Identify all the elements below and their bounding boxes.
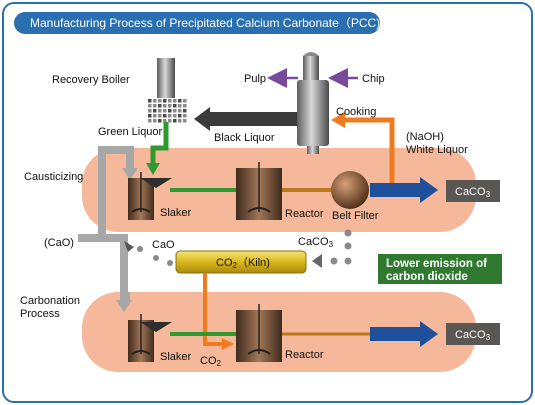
reactor-top-label: Reactor: [285, 208, 324, 220]
kiln-label: CO2（Kiln): [216, 256, 270, 270]
boiler-grid-cell: [153, 104, 157, 108]
recovery-boiler-label: Recovery Boiler: [52, 74, 130, 86]
digester-icon: [297, 52, 329, 154]
slaker-tank-icon: [128, 314, 172, 362]
boiler-grid-cell: [158, 99, 162, 103]
co2-line: [203, 273, 224, 346]
title-bar: [14, 12, 380, 34]
product-box-top: [446, 180, 500, 202]
product-arrow-top: [370, 177, 438, 203]
cooking-label: Cooking: [336, 106, 376, 118]
boiler-grid-cell: [168, 114, 172, 118]
boiler-grid-cell: [168, 109, 172, 113]
black-liquor-arrow: [194, 107, 297, 131]
slaker-tank-icon: [128, 172, 172, 220]
recovery-boiler-icon: [157, 58, 175, 98]
boiler-grid-cell: [173, 109, 177, 113]
boiler-grid-cell: [148, 114, 152, 118]
cao-left-label: (CaO): [44, 237, 74, 249]
chip-label: Chip: [362, 73, 385, 85]
product-bottom-label: CaCO3: [455, 329, 491, 342]
boiler-grid-cell: [158, 104, 162, 108]
reactor-tank-icon: [236, 162, 282, 220]
white-liquor-label: White Liquor: [406, 144, 468, 156]
recycle-dots: [137, 229, 352, 266]
boiler-grid-cell: [168, 99, 172, 103]
pulp-label: Pulp: [244, 73, 266, 85]
boiler-grid-cell: [158, 119, 162, 123]
caco3-mid-label: CaCO3: [298, 236, 334, 249]
boiler-grid-cell: [148, 119, 152, 123]
boiler-grid-cell: [178, 114, 182, 118]
boiler-grid-cell: [178, 104, 182, 108]
boiler-grid-cell: [183, 114, 187, 118]
boiler-grid-cell: [158, 114, 162, 118]
boiler-grid-cell: [153, 114, 157, 118]
boiler-grid-cell: [153, 109, 157, 113]
caco3-recycle-arrowhead: [312, 254, 322, 268]
product-arrow-bottom: [370, 321, 438, 347]
boiler-grid-cell: [153, 119, 157, 123]
boiler-grid-cell: [183, 109, 187, 113]
causticizing-label: Causticizing: [24, 171, 83, 183]
boiler-grid-cell: [173, 99, 177, 103]
boiler-grid-cell: [163, 114, 167, 118]
cao-mid-label: CaO: [152, 239, 175, 251]
product-top-label: CaCO3: [455, 186, 491, 199]
green-liquor-arrowhead: [146, 163, 160, 175]
boiler-grid-cell: [173, 114, 177, 118]
boiler-grid-cell: [173, 119, 177, 123]
boiler-grid-cell: [178, 109, 182, 113]
product-box-bottom: [446, 323, 500, 345]
boiler-grid-cell: [168, 104, 172, 108]
slaker-bottom-label: Slaker: [160, 351, 192, 363]
boiler-grid-cell: [183, 104, 187, 108]
cao-arrow-bottom: [116, 300, 132, 312]
belt-filter-icon: [331, 171, 369, 209]
boiler-grid-cell: [148, 99, 152, 103]
cooking-arrow: [331, 112, 345, 128]
co2-bottom-label: CO2: [200, 355, 222, 368]
emission-note-box: [378, 254, 502, 284]
cao-arrow-top: [122, 168, 138, 180]
green-liquor-label: Green Liquor: [98, 126, 163, 138]
black-liquor-label: Black Liquor: [214, 132, 275, 144]
boiler-grid-cell: [183, 99, 187, 103]
kiln-icon: [175, 250, 307, 274]
carbonation-label-1: Carbonation: [20, 295, 80, 307]
green-liquor-line: [150, 122, 169, 165]
boiler-grid-cell: [148, 104, 152, 108]
cao-recycle-arrowhead: [124, 241, 134, 252]
emission-note-line-1: Lower emission of: [386, 258, 487, 270]
boiler-grid-cell: [178, 99, 182, 103]
carbonation-label-2: Process: [20, 308, 60, 320]
white-liquor-line: [343, 117, 395, 183]
boiler-grid-cell: [158, 109, 162, 113]
belt-filter-label: Belt Filter: [332, 210, 379, 222]
boiler-grid-cell: [168, 119, 172, 123]
boiler-grid-cell: [153, 99, 157, 103]
slaker-top-label: Slaker: [160, 207, 192, 219]
diagram-title: Manufacturing Process of Precipitated Ca…: [30, 16, 380, 30]
boiler-grid-cell: [163, 109, 167, 113]
emission-note-line-2: carbon dioxide: [386, 271, 468, 283]
boiler-grid-cell: [163, 119, 167, 123]
boiler-grid-cell: [163, 104, 167, 108]
boiler-grid-cell: [163, 99, 167, 103]
boiler-grid-cell: [178, 119, 182, 123]
boiler-grid-cell: [148, 109, 152, 113]
reactor-bottom-label: Reactor: [285, 349, 324, 361]
reactor-tank-icon: [236, 304, 282, 362]
co2-arrowhead: [222, 338, 234, 350]
naoh-label: (NaOH): [406, 131, 444, 143]
boiler-grid-cell: [173, 104, 177, 108]
boiler-grid-cell: [183, 119, 187, 123]
